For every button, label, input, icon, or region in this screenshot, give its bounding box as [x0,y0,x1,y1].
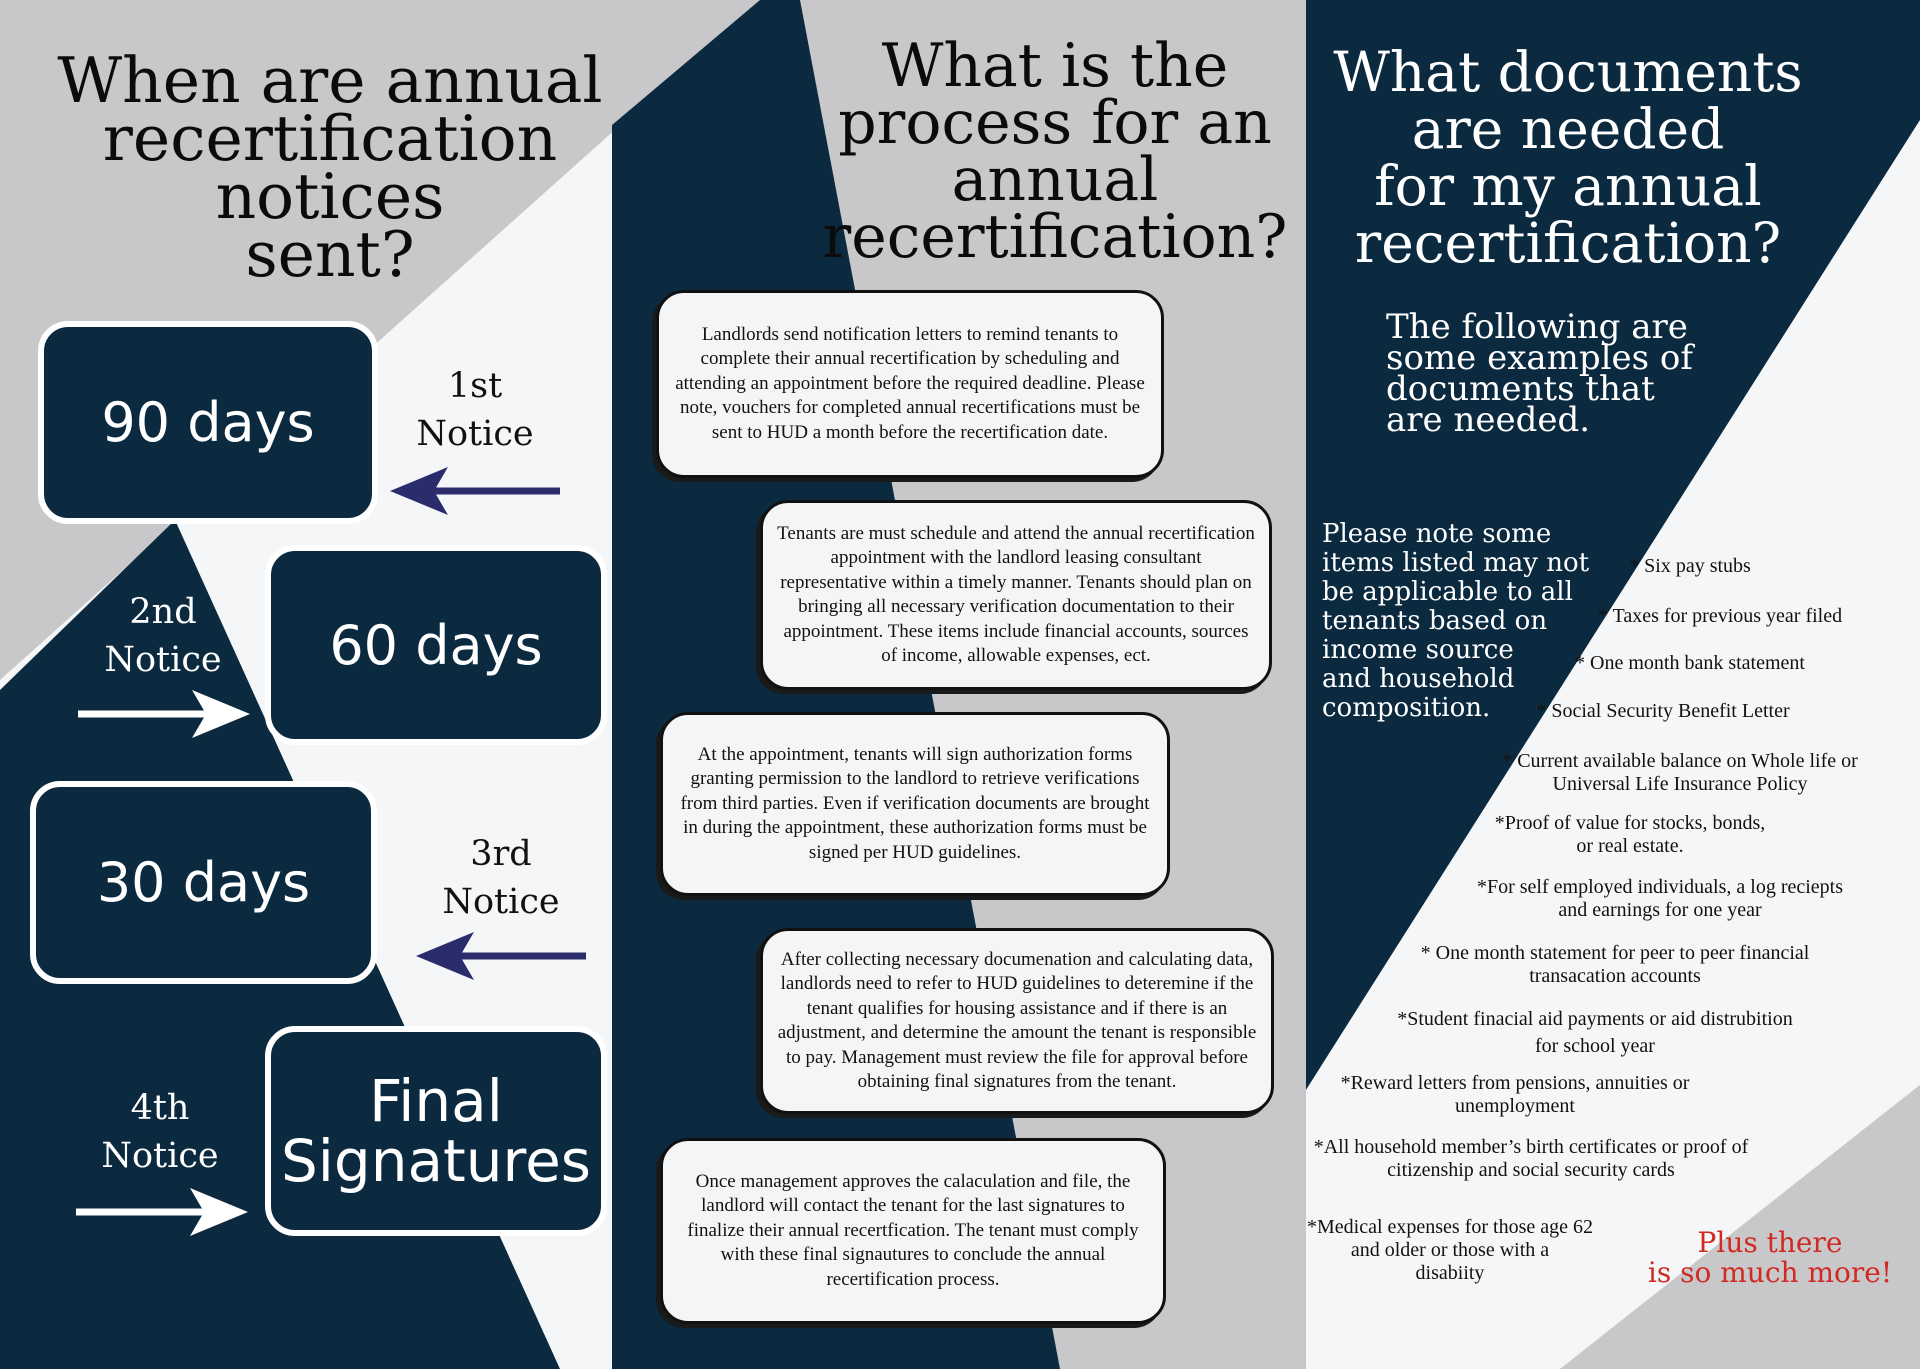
process-step-text: Tenants are must schedule and attend the… [777,522,1255,667]
process-step-text: After collecting necessary documenation … [777,948,1257,1093]
document-item: *Student finacial aid payments or aid di… [1397,1008,1793,1057]
timeline-box-final-signatures: Final Signatures [265,1026,607,1236]
document-item: * Social Security Benefit Letter [1536,700,1790,722]
process-step-text: Landlords send notification letters to r… [675,323,1145,443]
document-item: * Taxes for previous year filed [1597,605,1843,627]
panel3-title: What documents are needed for my annual … [1333,40,1803,275]
notice-label-2nd: 2nd Notice [104,592,222,680]
timeline-box-label: 90 days [101,391,315,454]
panel3-white-region [1306,120,1920,1369]
document-item: *Medical expenses for those age 62 and o… [1306,1216,1593,1284]
right-arrow-icon [76,1188,248,1236]
document-item: *For self employed individuals, a log re… [1476,876,1844,921]
process-step-text: At the appointment, tenants will sign au… [680,743,1150,863]
notice-label-4th: 4th Notice [101,1088,219,1176]
right-arrow-icon [78,690,250,738]
document-item: * One month bank statement [1575,652,1805,674]
document-item: * Six pay stubs [1629,555,1751,577]
panel3-intro: The following are some examples of docum… [1386,307,1693,440]
notice-label-1st: 1st Notice [416,366,534,454]
timeline-box-30-days: 30 days [30,781,377,984]
process-step-1: Landlords send notification letters to r… [656,290,1164,478]
notice-label-3rd: 3rd Notice [442,834,560,922]
document-item: *All household member’s birth certificat… [1313,1136,1749,1181]
process-step-3: At the appointment, tenants will sign au… [660,712,1170,896]
more-items-callout: Plus there is so much more! [1647,1226,1893,1289]
panel3-navy-region [1306,0,1920,1090]
panel3-applicability-note: Please note some items listed may not be… [1322,519,1590,723]
process-step-5: Once management approves the calaculatio… [660,1138,1166,1324]
process-step-text: Once management approves the calaculatio… [687,1170,1139,1290]
document-item: * One month statement for peer to peer f… [1420,942,1810,987]
document-item: *Reward letters from pensions, annuities… [1340,1072,1690,1117]
document-item: * Current available balance on Whole lif… [1502,750,1858,795]
timeline-box-label-line1: Final [369,1067,503,1135]
timeline-box-label: 30 days [96,851,311,914]
panel3-gray-corner [1560,1085,1920,1369]
timeline-box-90-days: 90 days [38,321,378,524]
timeline-box-60-days: 60 days [265,545,607,745]
left-arrow-icon [416,932,586,980]
process-step-2: Tenants are must schedule and attend the… [760,500,1272,690]
left-arrow-icon [390,467,560,515]
panel1-title: When are annual recertification notices … [57,44,603,291]
panel2-title: What is the process for an annual recert… [822,31,1288,272]
process-step-4: After collecting necessary documenation … [760,928,1274,1114]
document-item: *Proof of value for stocks, bonds, or re… [1494,812,1766,857]
timeline-box-label: 60 days [329,613,543,677]
timeline-box-label-line2: Signatures [280,1127,592,1195]
